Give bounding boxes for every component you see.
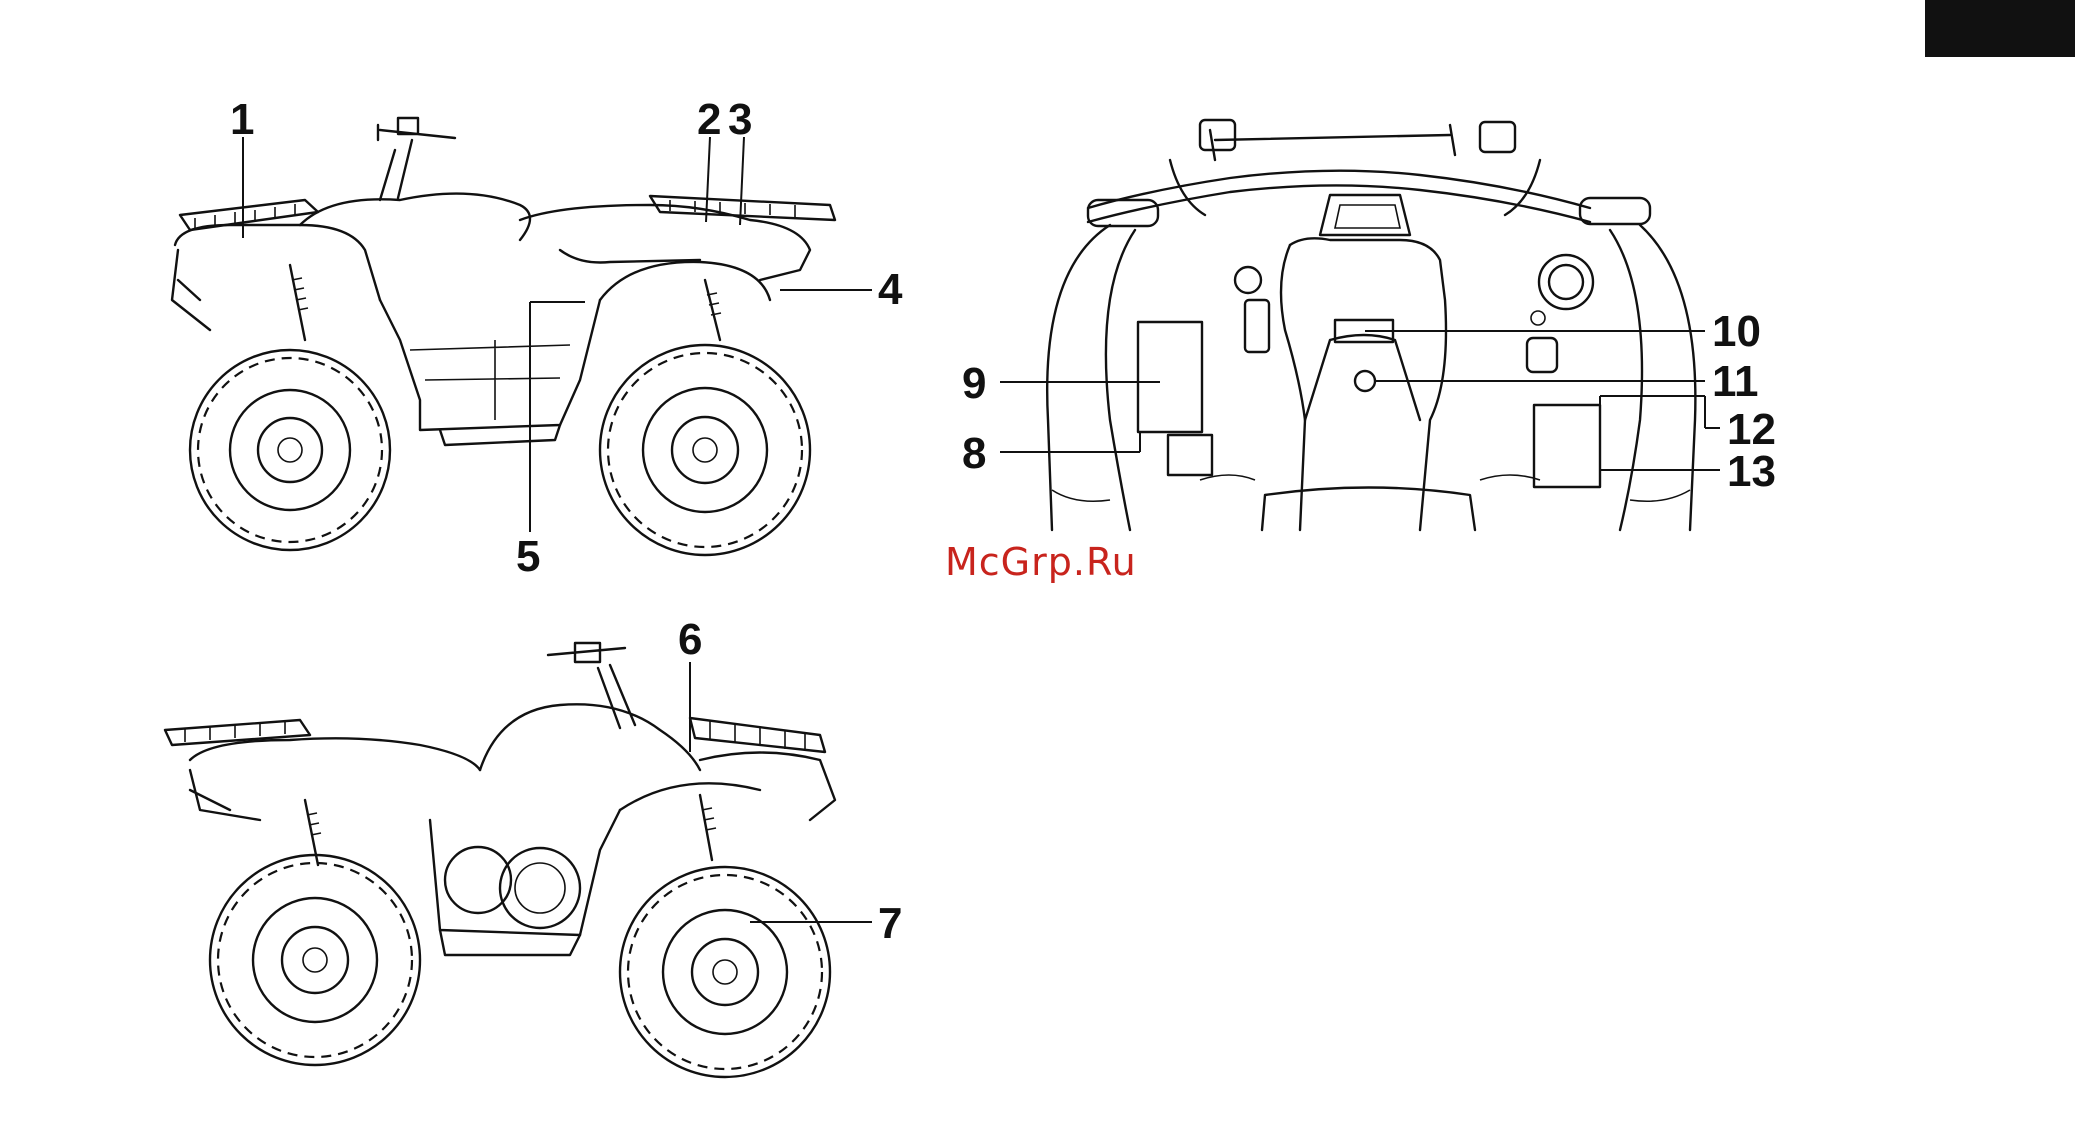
label-11-circle bbox=[1355, 371, 1375, 391]
label-8-rect bbox=[1168, 435, 1212, 475]
callout-1: 1 bbox=[230, 98, 254, 142]
callout-13: 13 bbox=[1727, 450, 1776, 494]
label-13-rect bbox=[1534, 405, 1600, 487]
callout-7: 7 bbox=[878, 902, 902, 946]
callout-5: 5 bbox=[516, 535, 540, 579]
callout-2: 2 bbox=[697, 98, 721, 142]
callout-4: 4 bbox=[878, 268, 902, 312]
callout-3: 3 bbox=[728, 98, 752, 142]
callout-8: 8 bbox=[962, 432, 986, 476]
atv-side-view-left bbox=[165, 643, 872, 1077]
callout-9: 9 bbox=[962, 362, 986, 406]
atv-top-view bbox=[1000, 120, 1720, 530]
label-9-rect bbox=[1138, 322, 1202, 432]
callout-12: 12 bbox=[1727, 408, 1776, 452]
callout-11: 11 bbox=[1712, 360, 1759, 404]
atv-side-view-right bbox=[172, 118, 872, 555]
callout-10: 10 bbox=[1712, 310, 1761, 354]
callout-6: 6 bbox=[678, 618, 702, 662]
watermark-text: McGrp.Ru bbox=[945, 540, 1137, 584]
